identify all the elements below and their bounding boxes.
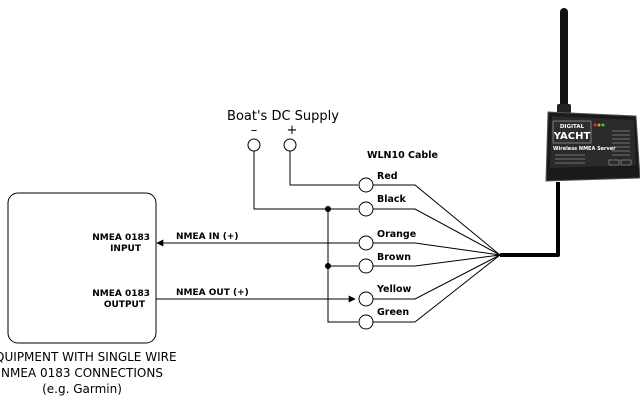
equipment-caption-line2: NMEA 0183 CONNECTIONS [1, 366, 163, 380]
wire-label-green: Green [377, 307, 409, 318]
cable-title: WLN10 Cable [367, 150, 438, 161]
fan-wire-orange [373, 242, 501, 256]
dc-minus-symbol: – [251, 123, 258, 138]
dc-plus-terminal [283, 138, 297, 152]
ground-bus-wire [327, 209, 358, 323]
wire-label-red: Red [377, 171, 398, 182]
terminal-brown [358, 258, 374, 274]
device-brand-line2: YACHT [553, 131, 591, 142]
terminal-orange [358, 235, 374, 251]
nmea-output-label-line2: OUTPUT [104, 300, 146, 310]
dc-plus-wire [289, 151, 358, 186]
terminal-red [358, 177, 374, 193]
wire-label-black: Black [377, 194, 407, 205]
dc-minus-terminal [247, 138, 261, 152]
junction-dot-brown [325, 263, 331, 269]
dc-minus-wire [253, 151, 358, 210]
wire-label-brown: Brown [377, 252, 411, 263]
device-led-green [601, 123, 605, 127]
junction-dot-black [325, 206, 331, 212]
device-product-name: Wireless NMEA Server [553, 146, 616, 152]
fan-wire-brown [373, 254, 501, 267]
antenna [560, 8, 568, 114]
terminal-black [358, 201, 374, 217]
device-led-amber [597, 123, 601, 127]
equipment-caption-line1: EQUIPMENT WITH SINGLE WIRE [0, 350, 177, 364]
nmea-input-label-line1: NMEA 0183 [92, 233, 150, 243]
terminal-green [358, 314, 374, 330]
wire-label-orange: Orange [377, 229, 416, 240]
device-logo-badge [552, 120, 592, 144]
device-fcc-mark [620, 159, 632, 166]
terminal-yellow [358, 291, 374, 307]
equipment-caption-line3: (e.g. Garmin) [42, 382, 122, 396]
nmea-out-label: NMEA OUT (+) [176, 288, 249, 298]
device-ce-mark [608, 159, 620, 166]
dc-supply-title: Boat's DC Supply [227, 109, 339, 124]
fan-wire-green [373, 254, 501, 323]
wire-label-yellow: Yellow [376, 284, 411, 295]
device-spec-lines [555, 130, 630, 164]
fan-wire-yellow [373, 254, 501, 300]
equipment-box [7, 192, 157, 344]
dc-plus-symbol: + [287, 123, 298, 138]
fan-wire-red [373, 184, 501, 256]
nmea-in-label: NMEA IN (+) [176, 232, 239, 242]
nmea-input-label-line2: INPUT [110, 244, 142, 254]
fan-wire-black [373, 208, 501, 256]
nmea-output-label-line1: NMEA 0183 [92, 289, 150, 299]
wireless-nmea-server: DIGITAL YACHT Wireless NMEA Server [545, 111, 640, 182]
device-brand-line1: DIGITAL [560, 124, 585, 130]
wln10-cable [500, 182, 560, 257]
device-led-red [593, 123, 597, 127]
